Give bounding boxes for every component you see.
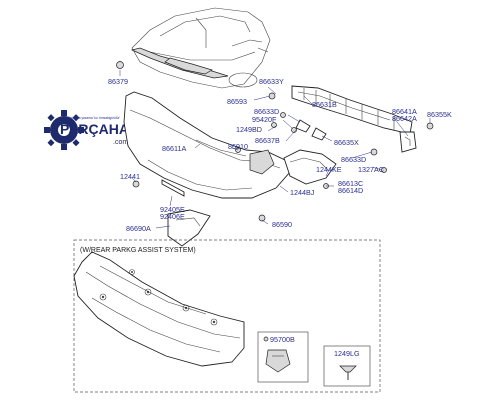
logo-brand: PARÇAHANI — [60, 121, 143, 137]
part-labels: 86379 86593 86633Y 86631B 86633D 95420F … — [108, 77, 452, 233]
logo-domain: .com — [113, 139, 128, 146]
rear-bumper-cover — [123, 91, 291, 199]
label-86614D: 86614D — [338, 186, 363, 195]
label-86910: 86910 — [228, 142, 248, 151]
label-1327AC: 1327AC — [358, 165, 384, 174]
label-86641A: 86641A — [392, 107, 417, 116]
assist-box-title: (W/REAR PARKG ASSIST SYSTEM) — [80, 247, 196, 254]
label-92406E: 92406E — [160, 212, 185, 221]
clip-icon — [132, 180, 140, 188]
sensor-bracket-icon — [265, 349, 291, 373]
leader-lines — [119, 70, 431, 229]
label-86590: 86590 — [272, 220, 292, 229]
label-86642A: 86642A — [392, 114, 417, 123]
label-86633D-lower: 86633D — [341, 155, 366, 164]
sensor-icon — [129, 269, 135, 275]
label-1249BD: 1249BD — [236, 125, 262, 134]
label-86379: 86379 — [108, 77, 128, 86]
bumper-beam — [291, 85, 417, 153]
label-86613C: 86613C — [338, 179, 363, 188]
clip-icon — [426, 122, 434, 130]
sensor-icon — [144, 288, 152, 296]
car-silhouette — [130, 7, 271, 89]
screw-icon — [339, 365, 357, 373]
logo-tagline: Ürün Ara yazarsa 'ko: bmsaktgürülür' — [68, 116, 120, 120]
fasteners — [116, 61, 434, 222]
clip-icon — [116, 61, 124, 69]
label-86593: 86593 — [227, 97, 247, 106]
parking-sensor-holes — [99, 269, 218, 326]
label-86631B: 86631B — [312, 100, 337, 109]
label-86633Y: 86633Y — [259, 77, 284, 86]
sensor-icon — [210, 318, 218, 326]
label-86635X: 86635X — [334, 138, 359, 147]
label-92405E: 92405E — [160, 205, 185, 214]
label-95420F: 95420F — [252, 115, 277, 124]
label-1249LG: 1249LG — [334, 349, 360, 358]
sensor-icon — [99, 293, 107, 301]
label-86690A: 86690A — [126, 224, 151, 233]
label-95700B: 95700B — [270, 335, 295, 344]
clip-icon — [258, 214, 266, 222]
sensor-icon — [182, 304, 190, 312]
label-12441: 12441 — [120, 172, 140, 181]
label-1244BJ: 1244BJ — [290, 188, 315, 197]
parking-assist-box: (W/REAR PARKG ASSIST SYSTEM) 95700B 1249… — [73, 239, 381, 393]
clip-icon — [370, 148, 378, 156]
label-86355K: 86355K — [427, 110, 452, 119]
label-86637B: 86637B — [255, 136, 280, 145]
label-86633D-upper: 86633D — [254, 107, 279, 116]
brackets — [161, 119, 337, 247]
clip-icon — [280, 112, 286, 118]
label-86611A: 86611A — [162, 144, 186, 153]
label-1244KE: 1244KE — [316, 165, 342, 174]
